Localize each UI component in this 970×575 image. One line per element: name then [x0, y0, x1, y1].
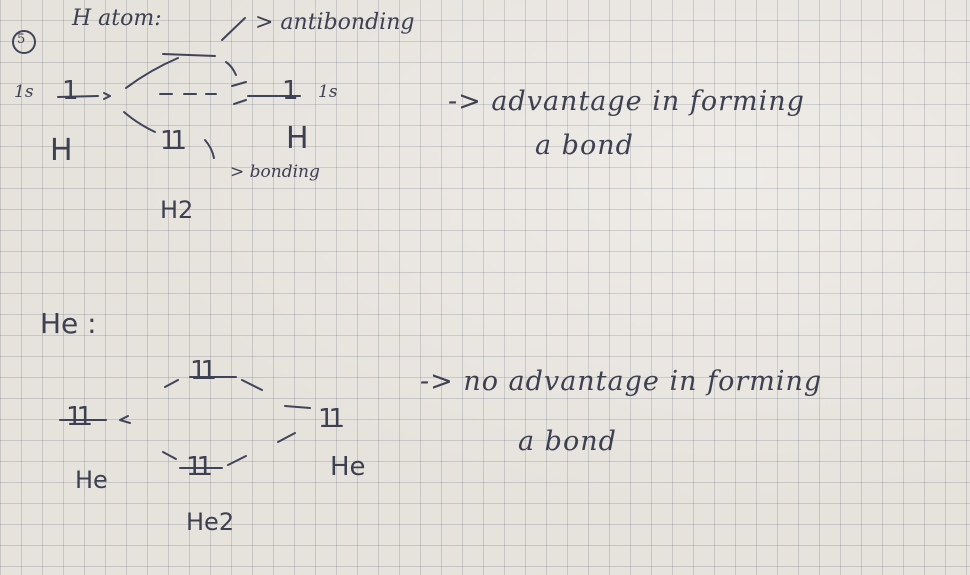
- h-right-orbital-label: 1s: [318, 82, 338, 102]
- h-left-1s-line: [57, 95, 99, 98]
- he-right-lower-dash: [277, 432, 296, 443]
- h2-antibonding-guide: [221, 17, 246, 41]
- he-right-level-line: [284, 405, 311, 409]
- h-right-to-antibonding: [225, 61, 237, 76]
- h-left-atom: H: [50, 133, 73, 168]
- h-right-electron: 1: [282, 76, 299, 106]
- h2-bonding-electrons: 11: [160, 126, 187, 156]
- h-left-orbital-label: 1s: [14, 82, 34, 102]
- he2-anti-left-dash: [164, 379, 179, 388]
- h-left-electron: 1: [62, 76, 79, 106]
- he2-anti-right-dash: [241, 379, 263, 391]
- he-left-arrow-tick: [119, 415, 131, 424]
- he-right-atom: He: [330, 452, 366, 482]
- h2-antibonding-line: [162, 53, 216, 57]
- h-conclusion-line1: -> advantage in forming: [448, 86, 805, 117]
- he2-bond-right-dash: [227, 455, 247, 466]
- h-right-dash-1: [231, 81, 247, 87]
- h-conclusion-line2: a bond: [535, 130, 634, 161]
- he-left-atom: He: [75, 466, 108, 494]
- he-right-electrons: 11: [318, 404, 345, 434]
- antibonding-label: > antibonding: [255, 10, 415, 35]
- he2-bonding-electrons: 11: [186, 452, 213, 482]
- he-left-lower-dash: [162, 451, 177, 460]
- problem-number: 5: [17, 32, 26, 47]
- he-left-electrons: 11: [66, 402, 93, 432]
- h-left-arrow-tick: [103, 92, 111, 100]
- he-conclusion-line1: -> no advantage in forming: [420, 366, 823, 397]
- h-left-to-antibonding: [125, 57, 179, 89]
- h-right-atom: H: [286, 121, 309, 156]
- h-left-to-bonding: [123, 111, 156, 133]
- h-section-title: H atom:: [72, 6, 162, 31]
- he-section-title: He :: [40, 307, 97, 340]
- he2-molecule-label: He2: [186, 508, 235, 536]
- h2-molecule-label: H2: [160, 196, 194, 224]
- he2-antibonding-electrons: 11: [190, 356, 217, 386]
- h-right-dash-2: [233, 99, 247, 105]
- bonding-label: > bonding: [230, 162, 320, 182]
- problem-number-circle: [12, 30, 36, 54]
- h-right-to-bonding: [204, 139, 215, 159]
- he-conclusion-line2: a bond: [518, 426, 617, 457]
